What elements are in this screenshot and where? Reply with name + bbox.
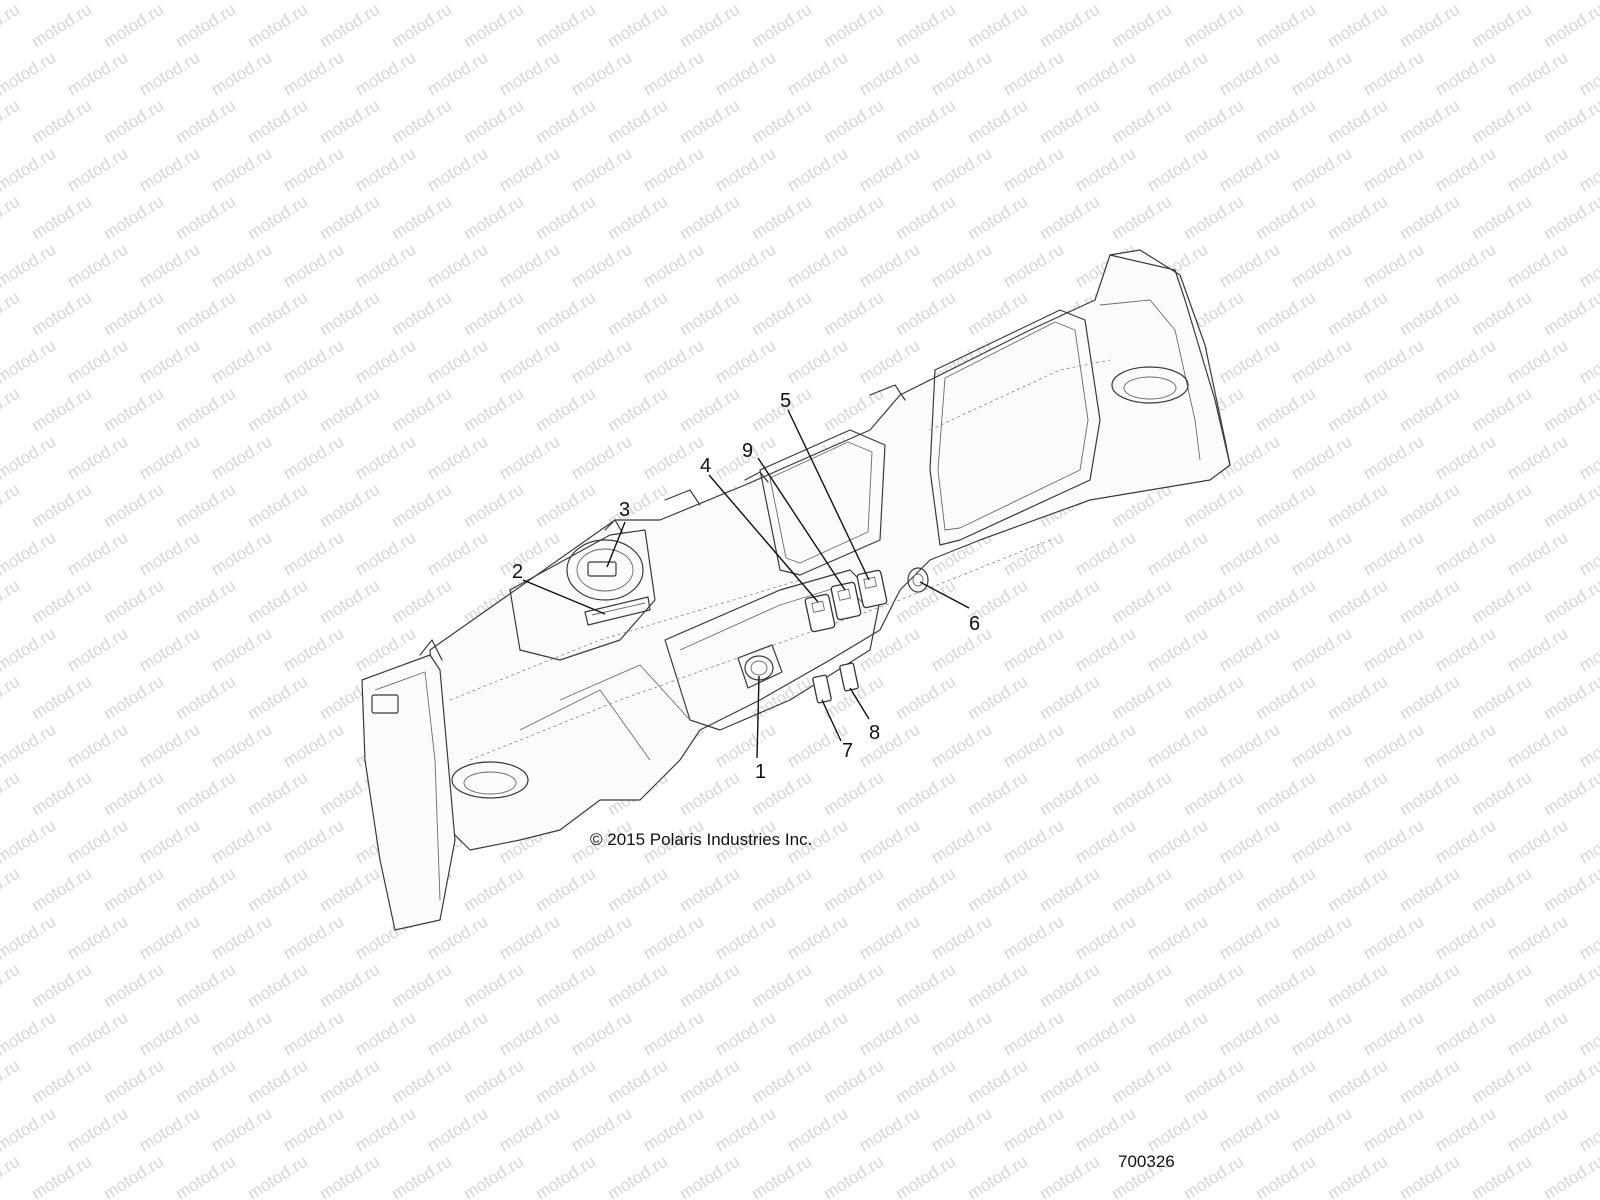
leader-lines (522, 409, 970, 759)
callout-4: 4 (700, 455, 711, 477)
power-outlet (907, 567, 929, 593)
callout-1: 1 (755, 761, 766, 783)
callout-5: 5 (780, 390, 791, 412)
lower-switch-bank (812, 662, 859, 704)
callout-3: 3 (619, 499, 630, 521)
callout-8: 8 (869, 722, 880, 744)
leader-4 (708, 474, 819, 603)
leader-6 (919, 581, 970, 609)
callout-6: 6 (969, 613, 980, 635)
dashboard-assembly (361, 249, 1231, 931)
leader-1 (756, 675, 760, 759)
leader-9 (757, 457, 846, 591)
callout-labels: 1 2 3 4 5 6 7 8 9 (512, 390, 980, 783)
rocker-switch-bank (804, 569, 888, 633)
leader-7 (821, 699, 842, 742)
diagram-id: 700326 (1118, 1152, 1175, 1171)
callout-7: 7 (842, 740, 853, 762)
callout-2: 2 (512, 561, 523, 583)
leader-2 (522, 579, 606, 615)
copyright-text: © 2015 Polaris Industries Inc. (590, 830, 813, 849)
leader-3 (606, 521, 626, 568)
callout-9: 9 (742, 440, 753, 462)
leader-5 (787, 409, 870, 581)
leader-8 (849, 687, 870, 720)
